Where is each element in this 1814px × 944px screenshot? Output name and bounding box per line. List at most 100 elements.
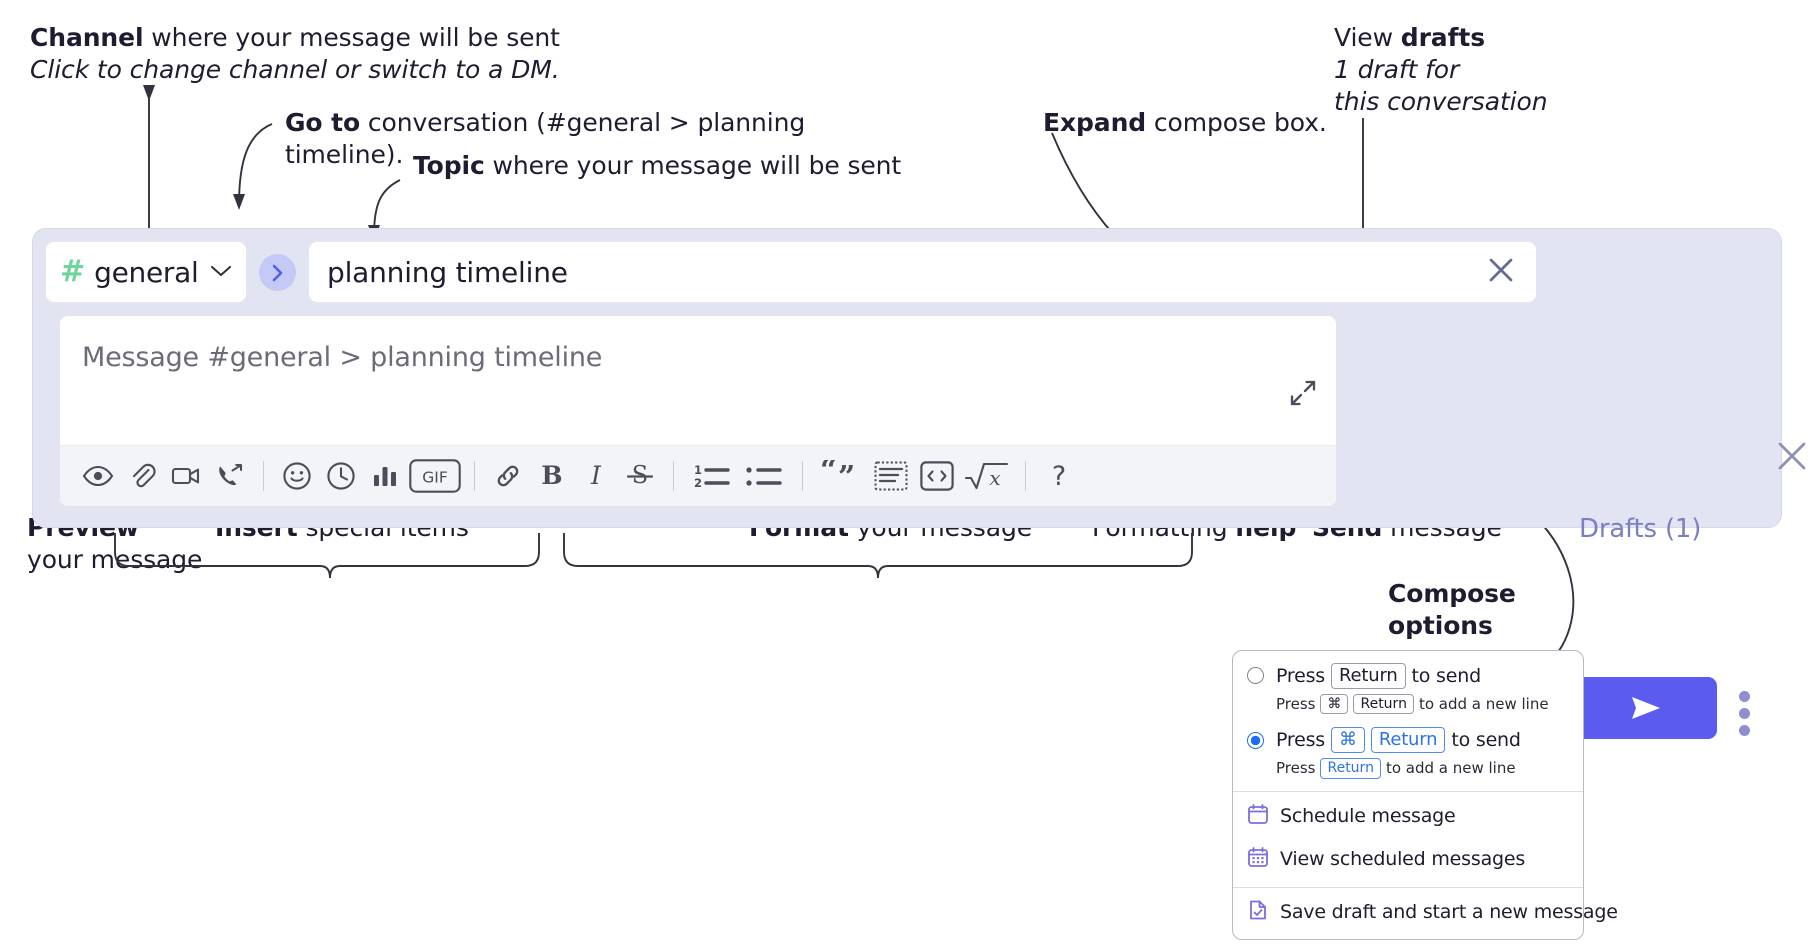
send-button[interactable] <box>1574 677 1717 739</box>
gif-icon[interactable]: GIF <box>407 454 463 498</box>
help-label: ? <box>1052 461 1066 492</box>
radio-option-sub: Press ⌘ Return to add a new line <box>1233 693 1583 715</box>
menu-item-label: View scheduled messages <box>1280 848 1526 871</box>
more-vertical-icon <box>1739 708 1750 719</box>
attachment-icon[interactable] <box>120 454 164 498</box>
close-icon[interactable] <box>1484 253 1518 291</box>
channel-selector-button[interactable]: # general <box>45 241 247 303</box>
annotation-preview-rest: your message <box>27 544 203 574</box>
radio-post: to send <box>1451 729 1521 752</box>
toolbar-separator <box>474 461 475 491</box>
annotation-compose-bold2: options <box>1388 610 1493 640</box>
clock-icon[interactable] <box>319 454 363 498</box>
sub-pre: Press <box>1276 759 1316 778</box>
svg-text:”: ” <box>838 460 855 492</box>
menu-item-save-draft[interactable]: Save draft and start a new message <box>1233 888 1618 939</box>
key-return: Return <box>1320 757 1381 779</box>
annotation-channel-bold: Channel <box>30 23 144 52</box>
annotation-drafts-italic2: this conversation <box>1334 86 1548 116</box>
italic-icon[interactable]: I <box>574 454 618 498</box>
more-vertical-icon <box>1739 725 1750 736</box>
video-camera-icon[interactable] <box>164 454 208 498</box>
menu-divider <box>1233 886 1583 888</box>
strikethrough-icon[interactable]: S <box>618 454 662 498</box>
emoji-smiley-icon[interactable] <box>275 454 319 498</box>
phone-forward-icon[interactable] <box>208 454 252 498</box>
hash-icon: # <box>60 254 86 289</box>
annotation-expand: Expand compose box. <box>1043 107 1463 139</box>
annotation-topic: Topic where your message will be sent <box>413 150 1033 182</box>
send-paper-plane-icon <box>1631 697 1660 719</box>
toolbar-separator <box>263 461 264 491</box>
link-icon[interactable] <box>486 454 530 498</box>
annotation-channel-rest: where your message will be sent <box>143 23 560 52</box>
blockquote-icon[interactable]: “” <box>814 454 868 498</box>
key-cmd: ⌘ <box>1320 693 1349 715</box>
annotation-topic-rest: where your message will be sent <box>484 151 902 180</box>
compose-header-row: # general planning timeline <box>45 241 1537 303</box>
topic-value: planning timeline <box>327 255 568 289</box>
menu-item-view-scheduled[interactable]: View scheduled messages <box>1233 838 1583 881</box>
go-to-conversation-button[interactable] <box>259 254 296 291</box>
annotation-expand-bold: Expand <box>1043 108 1147 137</box>
help-question-icon[interactable]: ? <box>1037 454 1081 498</box>
message-input-area[interactable]: Message #general > planning timeline <box>59 315 1337 507</box>
preview-icon[interactable] <box>76 454 120 498</box>
compose-options-menu-button[interactable] <box>1739 691 1750 736</box>
svg-text:S: S <box>632 461 648 489</box>
annotation-compose-bold1: Compose <box>1388 579 1516 608</box>
toolbar-separator <box>673 461 674 491</box>
radio-button-selected[interactable] <box>1247 731 1264 749</box>
sub-post: to add a new line <box>1418 694 1549 713</box>
annotation-drafts-bold: drafts <box>1400 23 1485 52</box>
menu-item-schedule-message[interactable]: Schedule message <box>1233 792 1583 838</box>
calendar-grid-icon <box>1247 846 1269 873</box>
annotation-expand-rest: compose box. <box>1146 108 1327 137</box>
expand-diagonal-icon[interactable] <box>1288 378 1318 412</box>
svg-text:I: I <box>590 461 602 490</box>
bar-chart-icon[interactable] <box>363 454 407 498</box>
calendar-schedule-icon <box>1247 803 1269 830</box>
close-compose-icon[interactable] <box>1773 437 1811 479</box>
radio-option-cmd-return[interactable]: Press ⌘ Return to send <box>1233 727 1583 753</box>
compose-main-column: # general planning timeline Message #gen… <box>45 241 1537 517</box>
chevron-right-icon <box>272 264 283 281</box>
math-icon[interactable]: x <box>960 454 1014 498</box>
radio-button-unselected[interactable] <box>1247 667 1264 685</box>
radio-post: to send <box>1411 664 1482 687</box>
more-vertical-icon <box>1739 691 1750 702</box>
gif-label: GIF <box>422 469 448 487</box>
annotation-drafts-prefix: View <box>1334 23 1401 52</box>
compose-options-dropdown: Press Return to send Press ⌘ Return to a… <box>1232 650 1618 940</box>
chevron-down-icon <box>210 263 232 282</box>
channel-name-label: general <box>94 255 199 289</box>
compose-box: # general planning timeline Message #gen… <box>32 228 1806 739</box>
drafts-link[interactable]: Drafts (1) <box>1579 514 1702 544</box>
topic-input[interactable]: planning timeline <box>308 241 1537 303</box>
menu-divider <box>1233 790 1583 792</box>
menu-item-label: Save draft and start a new message <box>1280 901 1618 924</box>
annotation-channel-italic: Click to change channel or switch to a D… <box>30 54 560 84</box>
radio-option-return[interactable]: Press Return to send <box>1233 663 1583 689</box>
sub-pre: Press <box>1276 694 1316 713</box>
svg-text:1: 1 <box>694 463 702 477</box>
annotation-topic-bold: Topic <box>413 151 485 180</box>
bold-icon[interactable]: B <box>530 454 574 498</box>
annotation-goto-bold: Go to <box>285 108 361 137</box>
annotation-channel: Channel where your message will be sent … <box>30 22 590 86</box>
toolbar-separator <box>1025 461 1026 491</box>
radio-option-label: Press Return to send <box>1276 663 1481 689</box>
key-cmd: ⌘ <box>1331 727 1365 753</box>
svg-text:x: x <box>989 466 1000 490</box>
key-return: Return <box>1331 663 1406 689</box>
spoiler-icon[interactable] <box>868 454 914 498</box>
bulleted-list-icon[interactable] <box>739 454 791 498</box>
key-return: Return <box>1370 727 1446 753</box>
key-return: Return <box>1353 693 1414 715</box>
annotation-goto-rest: conversation (#general > planning timeli… <box>285 108 806 169</box>
code-icon[interactable] <box>914 454 960 498</box>
toolbar-separator <box>802 461 803 491</box>
radio-option-label: Press ⌘ Return to send <box>1276 727 1521 753</box>
radio-pre: Press <box>1276 664 1326 687</box>
